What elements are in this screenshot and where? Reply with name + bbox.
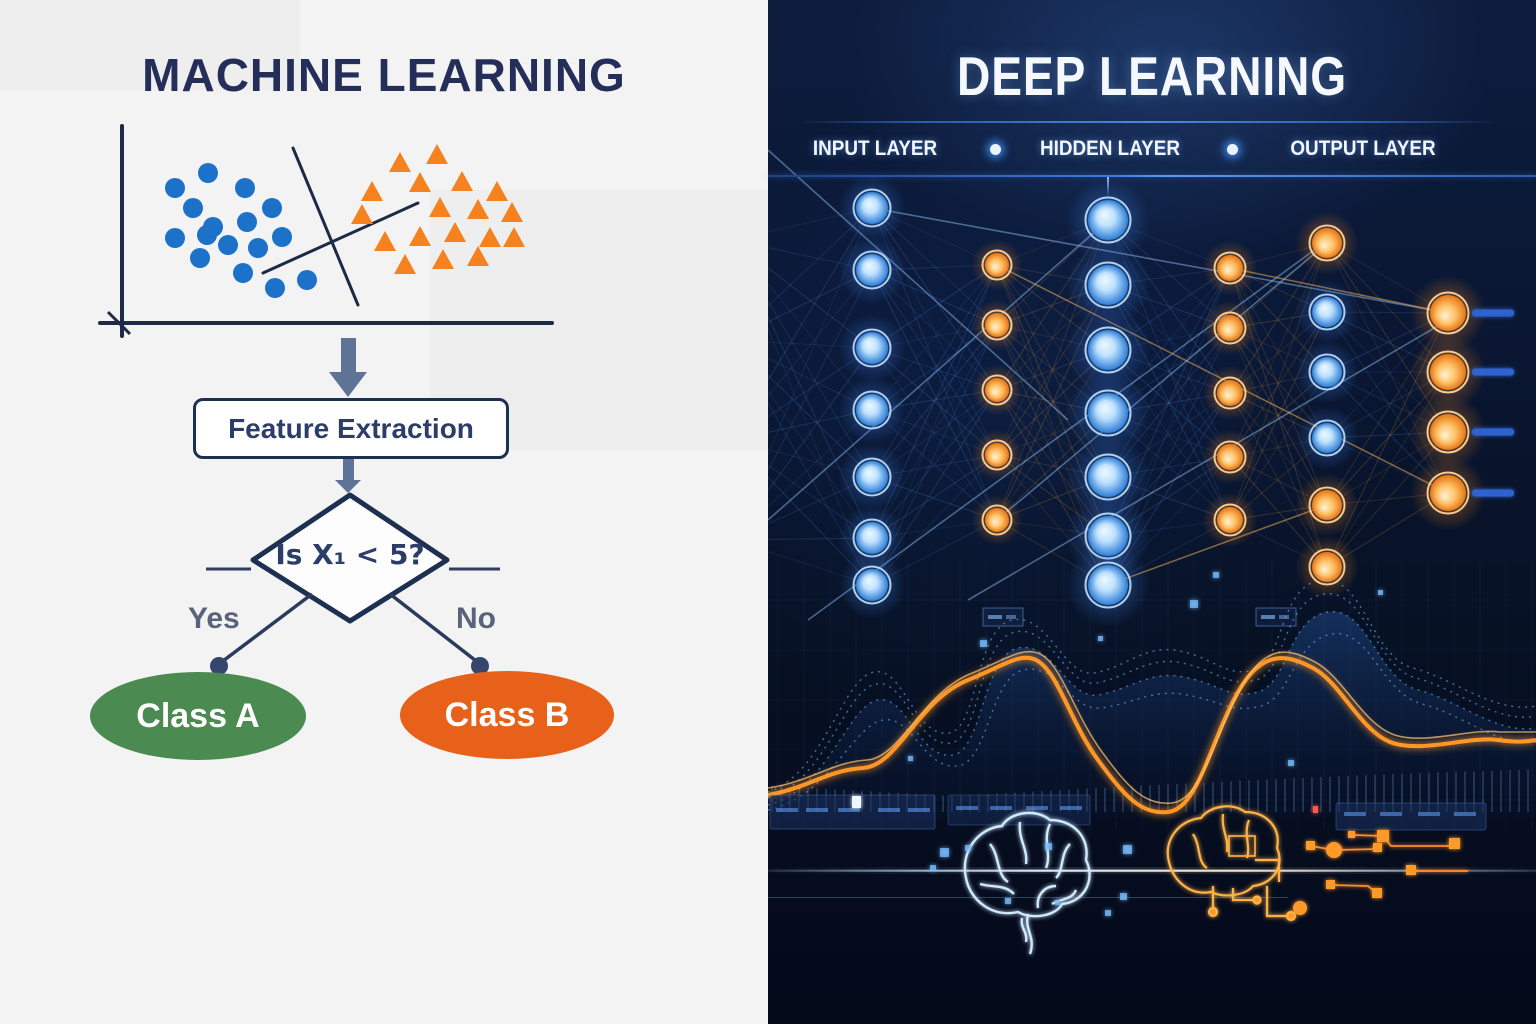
class-b-label: Class B xyxy=(444,695,570,734)
class-a-ellipse: Class A xyxy=(90,672,306,760)
deep-learning-title: DEEP LEARNING xyxy=(957,45,1347,107)
hud-text-dashes xyxy=(776,806,1476,816)
scatter-points xyxy=(165,144,525,298)
class-a-label: Class A xyxy=(136,696,260,735)
decision-question: Is X₁ < 5? xyxy=(275,538,425,571)
feature-extraction-label: Feature Extraction xyxy=(228,412,474,444)
labels-underline xyxy=(768,175,1536,177)
title-underline xyxy=(798,121,1498,123)
feature-extraction-box: Feature Extraction xyxy=(193,398,509,459)
hud-panel xyxy=(1335,802,1487,831)
class-b-ellipse: Class B xyxy=(400,671,614,759)
input-layer-label: INPUT LAYER xyxy=(812,137,938,160)
separator-lines xyxy=(261,146,420,307)
connector-dot xyxy=(210,657,228,675)
labels-tick xyxy=(1107,177,1109,197)
deep-learning-graphic xyxy=(768,149,1536,955)
connector-dot xyxy=(471,657,489,675)
yes-label: Yes xyxy=(188,602,240,635)
hud-marker xyxy=(852,796,861,808)
no-label: No xyxy=(456,602,496,635)
down-arrow-icon xyxy=(335,456,361,493)
blue-brain-icon xyxy=(963,811,1091,955)
deep-learning-panel: DEEP LEARNING INPUT LAYER HIDDEN LAYER O… xyxy=(768,0,1536,1024)
blue-spark-squares xyxy=(908,572,1383,916)
ml-flowchart-graphic xyxy=(98,124,554,675)
scatter-axes xyxy=(98,124,554,338)
circuit-nodes xyxy=(1293,830,1460,915)
neural-network-graphic xyxy=(768,149,1514,627)
branch-connectors xyxy=(217,592,482,666)
hidden-layer-label: HIDDEN LAYER xyxy=(1039,137,1181,160)
separator-dot-icon xyxy=(990,144,1001,155)
circuit-brain-icon xyxy=(1166,805,1297,922)
output-layer-label: OUTPUT LAYER xyxy=(1290,137,1436,160)
machine-learning-panel: MACHINE LEARNING xyxy=(0,0,768,1024)
machine-learning-title: MACHINE LEARNING xyxy=(142,49,626,101)
decision-diamond-shape xyxy=(250,492,450,624)
bottom-hud-graphic xyxy=(768,572,1536,955)
down-arrow-icon xyxy=(329,338,367,397)
separator-dot-icon xyxy=(1227,144,1238,155)
hud-marker xyxy=(1313,806,1318,813)
